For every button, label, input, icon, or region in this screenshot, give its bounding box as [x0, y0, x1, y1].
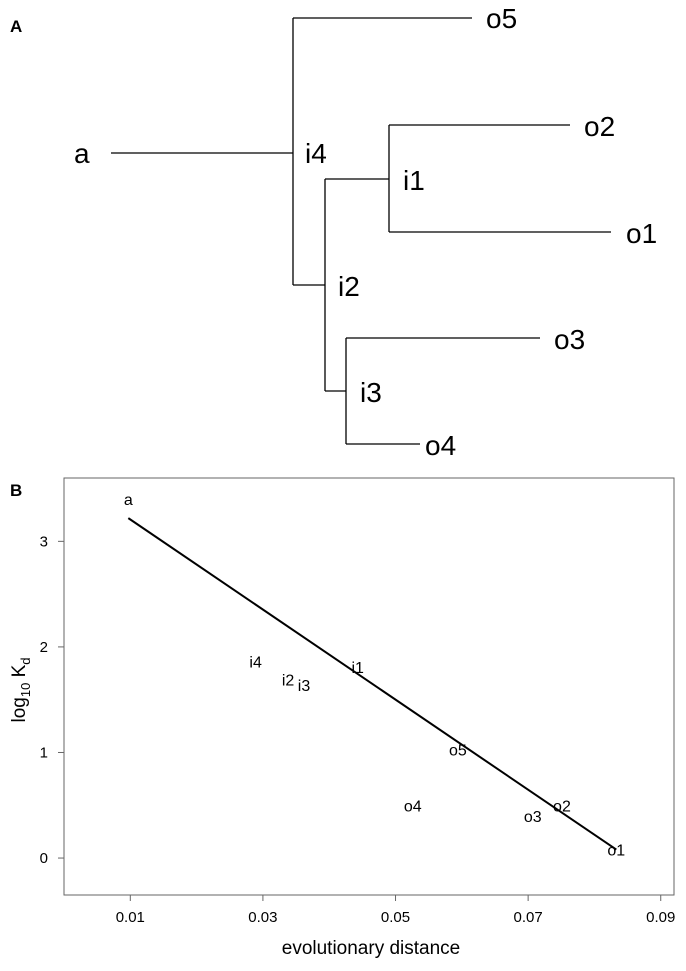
axis-ticks [58, 540, 662, 901]
tree-labels: a i4 o5 i2 i1 o2 o1 i3 o3 o4 [74, 3, 657, 461]
y-axis-title-sub: 10 [18, 683, 33, 697]
point-o2: o2 [553, 798, 571, 815]
point-o5: o5 [449, 742, 467, 759]
point-o1: o1 [607, 843, 625, 860]
y-tick-label-0: 0 [40, 850, 48, 867]
x-axis-title: evolutionary distance [282, 938, 461, 959]
tree-node-o4: o4 [425, 430, 456, 461]
y-axis-title-main: log [9, 697, 30, 722]
tree-diagram [111, 17, 611, 445]
x-tick-label-3: 0.07 [514, 909, 543, 926]
tree-node-o3: o3 [554, 324, 585, 355]
axis-tick-labels: 0.01 0.03 0.05 0.07 0.09 0 1 2 3 [40, 533, 676, 926]
tree-node-i3: i3 [360, 377, 382, 408]
panel-a-label: A [10, 17, 22, 36]
y-axis-title: log10 Kd [9, 657, 33, 722]
point-i1: i1 [352, 660, 365, 677]
x-tick-label-0: 0.01 [116, 909, 145, 926]
plot-frame [63, 477, 675, 896]
panel-b-label: B [10, 481, 22, 500]
y-tick-label-2: 2 [40, 639, 48, 656]
point-a: a [124, 492, 133, 509]
x-tick-label-1: 0.03 [248, 909, 277, 926]
point-i3: i3 [298, 678, 311, 695]
regression-line [127, 517, 617, 851]
point-o3: o3 [524, 809, 542, 826]
point-o4: o4 [404, 798, 422, 815]
y-axis-title-tail: K [9, 664, 30, 682]
tree-node-i2: i2 [338, 271, 360, 302]
tree-node-o5: o5 [486, 3, 517, 34]
tree-node-o1: o1 [626, 218, 657, 249]
point-i4: i4 [249, 655, 262, 672]
y-tick-label-1: 1 [40, 744, 48, 761]
y-axis-title-sub2: d [18, 657, 33, 664]
point-i2: i2 [282, 673, 295, 690]
tree-node-i4: i4 [305, 138, 327, 169]
y-tick-label-3: 3 [40, 533, 48, 550]
x-tick-label-2: 0.05 [381, 909, 410, 926]
x-tick-label-4: 0.09 [646, 909, 675, 926]
tree-node-a: a [74, 138, 90, 169]
tree-node-o2: o2 [584, 111, 615, 142]
tree-node-i1: i1 [403, 165, 425, 196]
